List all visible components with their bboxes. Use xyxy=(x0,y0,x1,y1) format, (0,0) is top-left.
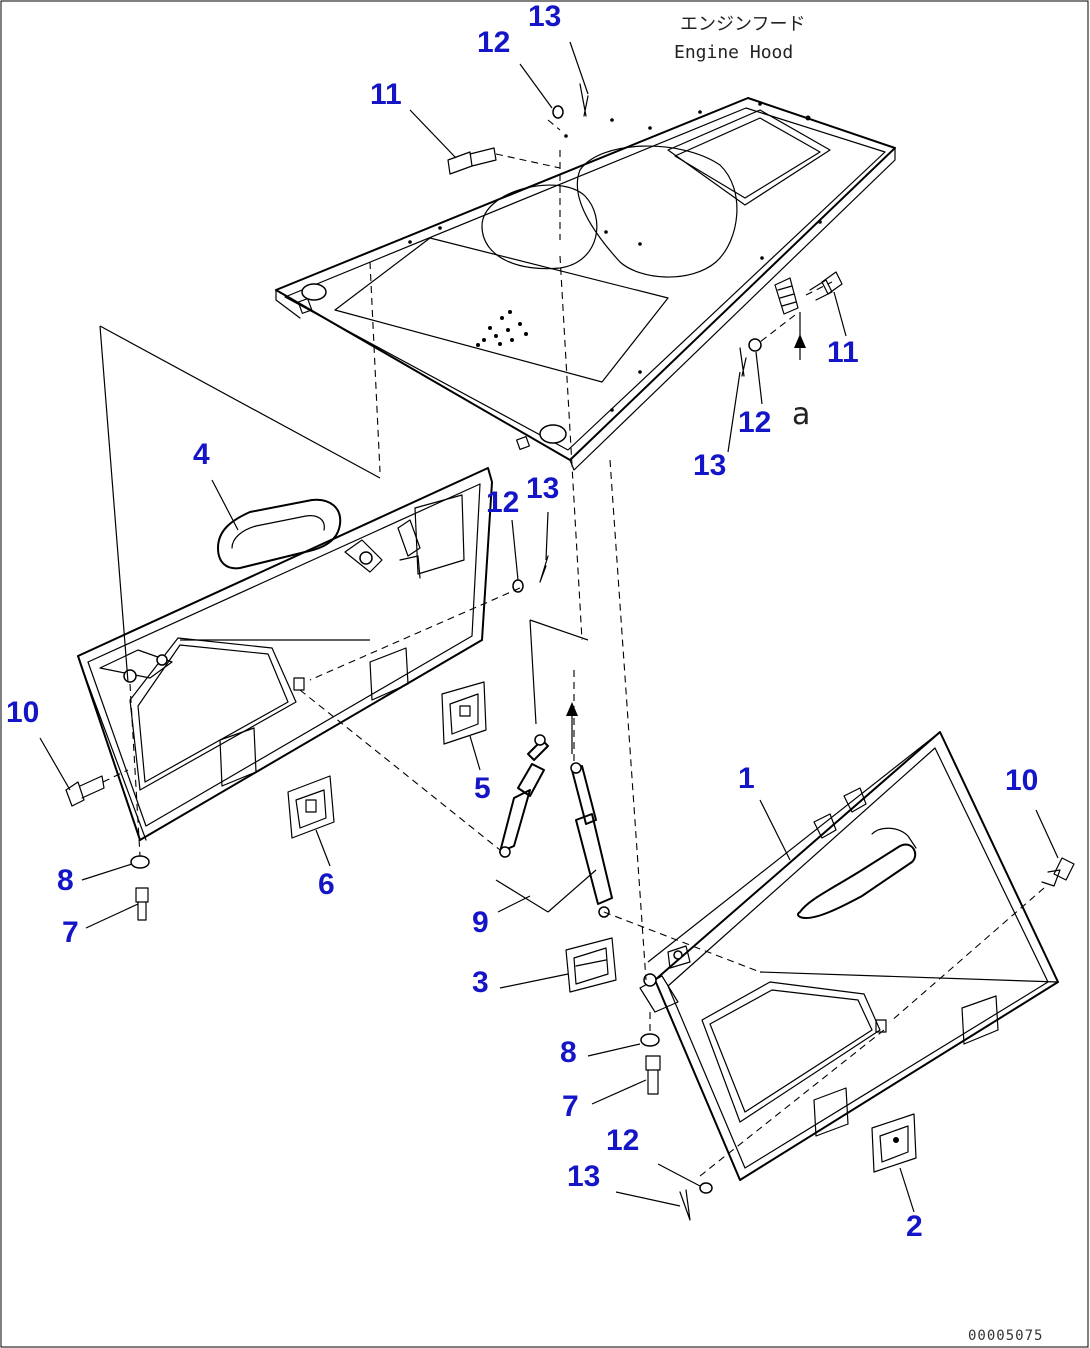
callout-11: 11 xyxy=(827,336,859,369)
callout-7: 7 xyxy=(62,916,79,949)
callout-12: 12 xyxy=(738,406,771,439)
callout-13: 13 xyxy=(567,1160,600,1193)
reference-mark-a: a xyxy=(792,397,810,432)
callout-10: 10 xyxy=(6,696,39,729)
callout-13: 13 xyxy=(526,472,559,505)
assembly-lines xyxy=(99,119,1059,1177)
callout-10: 10 xyxy=(1005,764,1038,797)
callout-9: 9 xyxy=(472,906,489,939)
document-number: 00005075 xyxy=(968,1328,1043,1344)
engine-hood-label-jp: エンジンフード xyxy=(680,14,805,35)
callout-leaders xyxy=(39,41,1059,1213)
callout-11: 11 xyxy=(370,78,402,111)
hood-hole-pattern xyxy=(408,102,822,412)
callout-5: 5 xyxy=(474,772,491,805)
callout-12: 12 xyxy=(477,26,510,59)
callout-3: 3 xyxy=(472,966,489,999)
callout-8: 8 xyxy=(57,864,74,897)
callout-13: 13 xyxy=(693,449,726,482)
right-side-door xyxy=(639,731,1059,1181)
callout-6: 6 xyxy=(318,868,335,901)
gas-struts xyxy=(495,734,613,918)
callout-8: 8 xyxy=(560,1036,577,1069)
callout-1: 1 xyxy=(738,762,755,795)
callout-12: 12 xyxy=(606,1124,639,1157)
callout-labels: 13 12 11 11 12 13 4 12 13 10 5 1 10 8 6 … xyxy=(6,0,1038,1243)
engine-hood xyxy=(275,97,896,471)
callout-13: 13 xyxy=(528,0,561,33)
engine-hood-label-en: Engine Hood xyxy=(674,42,793,63)
left-side-door xyxy=(77,467,493,841)
callout-7: 7 xyxy=(562,1090,579,1123)
callout-4: 4 xyxy=(193,438,210,471)
callout-2: 2 xyxy=(906,1210,923,1243)
callout-12: 12 xyxy=(486,486,519,519)
